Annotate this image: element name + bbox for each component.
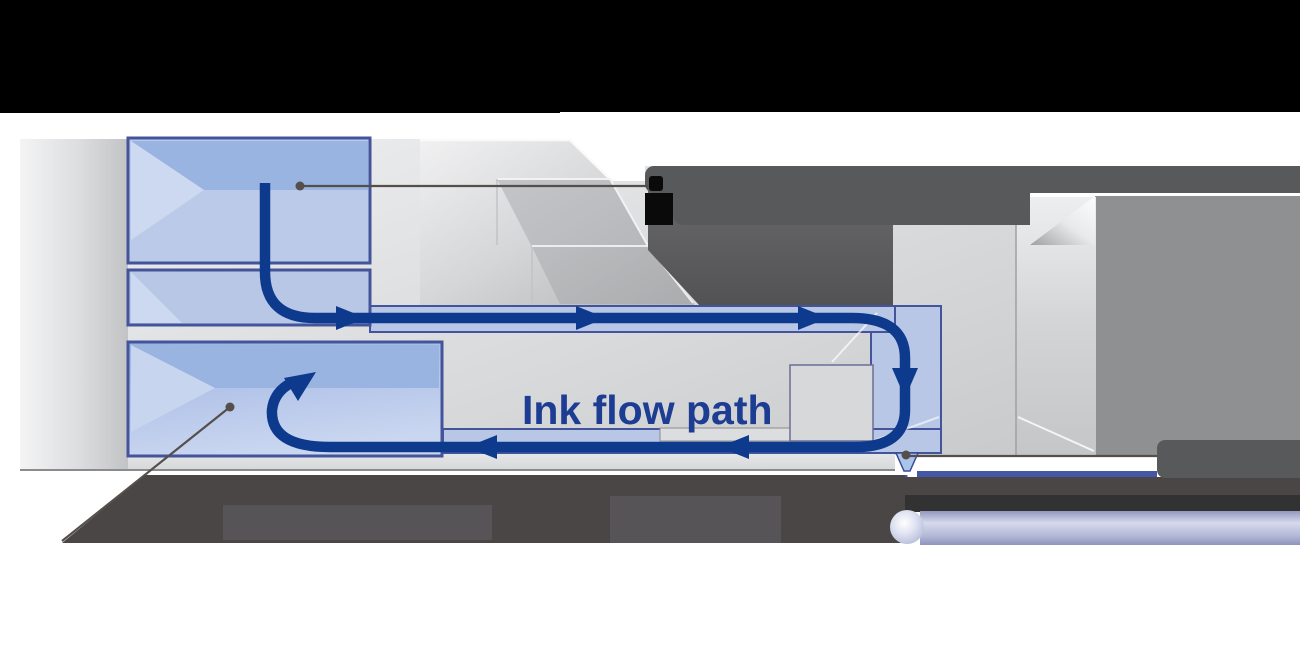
right-block-top-bevel <box>1030 196 1095 245</box>
middle-chamber-wedge <box>131 272 182 323</box>
white-gap-top <box>560 112 1300 166</box>
caption-band <box>62 475 1300 543</box>
leader-dot-top <box>295 181 305 191</box>
diagram-title: Ink flow path <box>522 387 773 433</box>
caption-band-right-upper <box>905 477 1300 495</box>
flow-arrow-right-3 <box>798 306 828 330</box>
nozzle-plate-blue-edge <box>917 471 1157 477</box>
flow-arrow-left-1 <box>719 435 749 459</box>
caption-band-right-lower <box>905 495 1300 512</box>
upper-chamber-wedge <box>131 141 204 240</box>
stepped-layer-stack <box>420 138 694 306</box>
flow-arrow-down <box>892 368 918 398</box>
nozzle-funnel <box>894 452 920 472</box>
upper-chamber <box>126 136 372 265</box>
step-face-2 <box>532 247 694 304</box>
lower-chamber-backwall <box>131 345 439 388</box>
right-block <box>1015 196 1300 455</box>
right-block-bottom-highlight <box>1017 416 1095 452</box>
top-label-notch-lower <box>645 193 673 225</box>
top-label-bar-row1 <box>645 166 1300 193</box>
middle-chamber <box>126 268 372 327</box>
upper-chamber-backwall <box>131 141 368 190</box>
left-wall <box>20 139 128 469</box>
leader-dot-right <box>901 450 911 460</box>
top-label-notch <box>649 176 663 191</box>
top-banner <box>0 0 1300 113</box>
flow-arrow-right-2 <box>576 306 606 330</box>
leader-lines <box>61 181 1157 542</box>
droplet-bar <box>920 511 1300 545</box>
caption-block-2 <box>610 496 781 543</box>
step-face-1 <box>497 179 648 247</box>
droplet-orb <box>890 510 924 544</box>
top-label-bar-row2 <box>673 193 1030 225</box>
step-highlight-1 <box>420 138 613 182</box>
flow-path <box>259 183 918 459</box>
flow-arrow-left-2 <box>467 435 497 459</box>
flow-arrow-right-1 <box>336 306 366 330</box>
flow-arrow-hook <box>284 372 316 401</box>
lower-chamber-wedge <box>131 345 215 432</box>
label-bars <box>645 166 1300 478</box>
caption-block-1 <box>223 505 492 540</box>
step-highlight-2 <box>497 178 649 247</box>
flow-path-line <box>259 183 911 453</box>
right-label-bar <box>1157 440 1300 478</box>
leader-line-bottom-left <box>61 406 231 542</box>
channel-island <box>789 364 874 442</box>
leader-dot-bottom-left <box>225 402 235 412</box>
right-block-side <box>1095 196 1300 455</box>
